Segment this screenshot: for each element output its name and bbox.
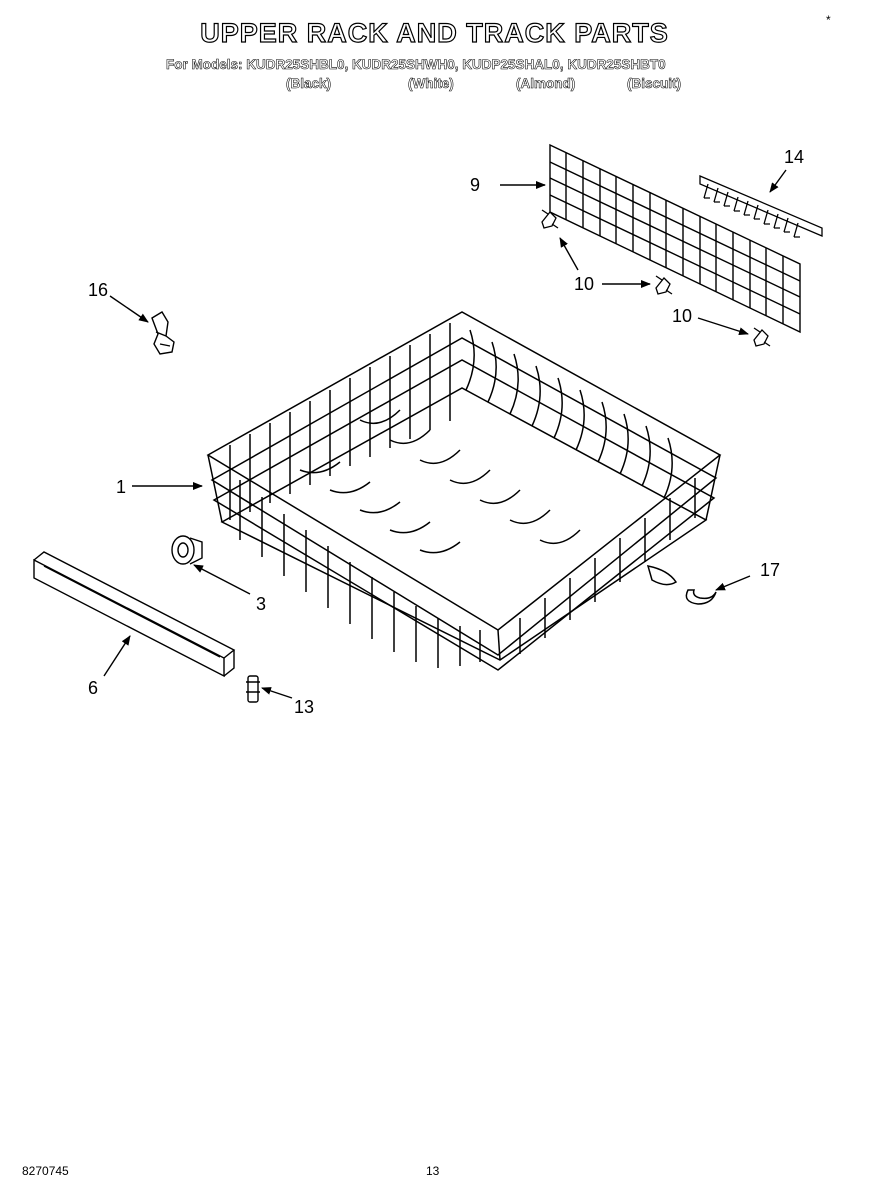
arrow-3 (193, 564, 251, 595)
part-17-clip (685, 589, 717, 605)
color-black: (Black) (286, 76, 332, 92)
callout-14: 14 (784, 147, 804, 167)
part-13-end-stop (246, 675, 260, 703)
corner-mark: * (826, 13, 831, 27)
callout-9: 9 (470, 175, 480, 195)
arrow-16 (109, 295, 149, 323)
model-list: For Models: KUDR25SHBL0, KUDR25SHWH0, KU… (166, 57, 666, 73)
callout-13: 13 (294, 697, 314, 717)
part-1-upper-rack (206, 311, 722, 671)
callout-16: 16 (88, 280, 108, 300)
part-14-tine-strip (699, 175, 823, 238)
arrow-6 (103, 635, 131, 677)
callout-10-b: 10 (672, 306, 692, 326)
arrow-14 (769, 169, 787, 193)
arrow-17 (715, 575, 751, 591)
color-biscuit: (Biscuit) (627, 76, 682, 92)
part-6-track-rail (33, 551, 236, 678)
page-number: 13 (426, 1164, 440, 1178)
part-10-clip-b (655, 275, 673, 295)
part-9-grid-panel (549, 143, 801, 334)
callout-10-a: 10 (574, 274, 594, 294)
callout-3: 3 (256, 594, 266, 614)
document-number: 8270745 (22, 1164, 69, 1178)
callout-17: 17 (760, 560, 780, 580)
part-10-clip-c (753, 327, 771, 347)
color-white: (White) (408, 76, 454, 92)
callout-1: 1 (116, 477, 126, 497)
part-16-bracket (151, 311, 175, 355)
arrow-10b (697, 317, 749, 336)
arrow-10a-up (559, 237, 579, 271)
color-almond: (Almond) (516, 76, 576, 92)
page-title: UPPER RACK AND TRACK PARTS (200, 17, 669, 48)
leader-arrows (103, 169, 787, 699)
part-10-clip-a (541, 209, 559, 229)
part-3-wheel (171, 535, 203, 565)
callout-6: 6 (88, 678, 98, 698)
arrow-13 (261, 687, 293, 699)
